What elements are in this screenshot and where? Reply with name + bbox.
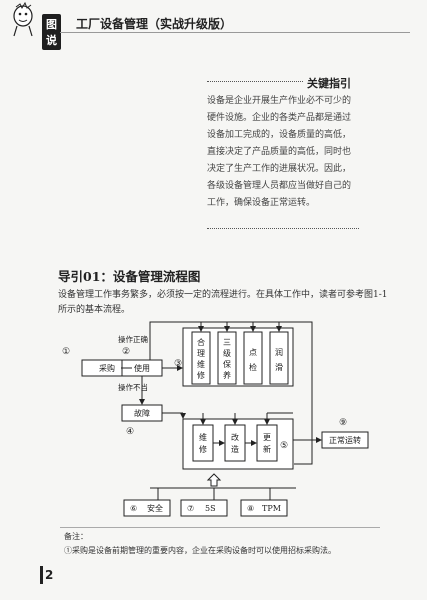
flow-number-8: ⑧	[247, 504, 254, 513]
safety-label: 安全	[147, 503, 163, 513]
fault-label: 故障	[134, 408, 150, 418]
modify-char2: 造	[231, 444, 239, 454]
maint-top-3-char2: 检	[249, 362, 257, 372]
book-title: 工厂设备管理（实战升级版）	[76, 17, 233, 31]
renew-box	[256, 424, 278, 462]
maint-top-2-char1: 三	[223, 338, 231, 347]
normal-operation-label: 正常运转	[329, 435, 361, 445]
repair-box	[192, 424, 214, 462]
key-guidance-title: 关键指引	[307, 77, 351, 90]
maint-top-1-char4: 修	[197, 370, 205, 380]
5s-box	[180, 499, 228, 517]
op-wrong-label: 操作不当	[118, 382, 148, 392]
flow-number-2: ②	[122, 347, 130, 357]
flow-number-6: ⑥	[130, 504, 137, 513]
maint-item-box	[243, 331, 263, 385]
page-number: 2	[45, 568, 54, 582]
flow-number-7: ⑦	[187, 504, 194, 513]
outer-loop-line	[149, 321, 313, 465]
normal-operation-box	[321, 431, 369, 449]
page-number-bar	[40, 566, 43, 584]
renew-char1: 更	[263, 433, 271, 442]
header-divider	[60, 32, 410, 33]
flow-number-5: ⑤	[280, 441, 288, 451]
use-label: 使用	[134, 363, 150, 373]
dotted-rule-top	[207, 81, 303, 82]
maint-top-4-char2: 滑	[275, 362, 283, 372]
key-guidance-text: 设备是企业开展生产作业必不可少的硬件设施。企业的各类产品都是通过设备加工完成的，…	[207, 96, 352, 208]
op-correct-label: 操作正确	[118, 334, 148, 344]
section-title: 导引01：设备管理流程图	[58, 269, 201, 284]
flow-number-9: ⑨	[339, 418, 347, 428]
modify-char1: 改	[231, 432, 239, 442]
maint-top-1-char1: 合	[197, 337, 205, 347]
purchase-label: 采购	[99, 363, 115, 373]
dotted-rule-bottom	[207, 228, 359, 229]
modify-box	[224, 424, 246, 462]
section-paragraph: 设备管理工作事务繁多，必须按一定的流程进行。在具体工作中，读者可参考图1-1所示…	[58, 290, 388, 315]
maint-top-2-char3: 保	[223, 359, 231, 369]
maint-item-box	[191, 331, 211, 385]
header-badge: 图说	[42, 14, 61, 50]
flow-number-1: ①	[62, 347, 70, 357]
maint-top-2-char2: 级	[223, 348, 231, 358]
note-divider	[60, 527, 380, 528]
support-arrow	[206, 473, 222, 487]
note-label: 备注：	[64, 532, 88, 541]
maint-item-box	[269, 331, 289, 385]
preventive-items: 合 理 维 修 三 级 保 养 点 检 润 滑	[191, 331, 289, 385]
maint-item-box	[217, 331, 237, 385]
note-text: ①采购是设备前期管理的重要内容，企业在采购设备时可以使用招标采购法。	[64, 546, 336, 555]
flow-number-3: ③	[174, 359, 182, 369]
maint-top-2-char4: 养	[223, 370, 231, 380]
repair-char1: 维	[199, 432, 207, 442]
renew-char2: 新	[263, 444, 271, 454]
maint-top-4-char1: 润	[275, 347, 283, 357]
tpm-box	[240, 499, 288, 517]
5s-label: 5S	[205, 504, 216, 513]
maint-top-1-char3: 维	[197, 359, 205, 369]
safety-box	[123, 499, 171, 517]
tpm-label: TPM	[262, 504, 281, 513]
flow-number-4: ④	[126, 427, 134, 437]
mascot-logo-icon	[13, 2, 33, 37]
repair-char2: 修	[199, 444, 207, 454]
maint-top-3-char1: 点	[249, 348, 257, 357]
maint-top-1-char2: 理	[197, 349, 205, 358]
